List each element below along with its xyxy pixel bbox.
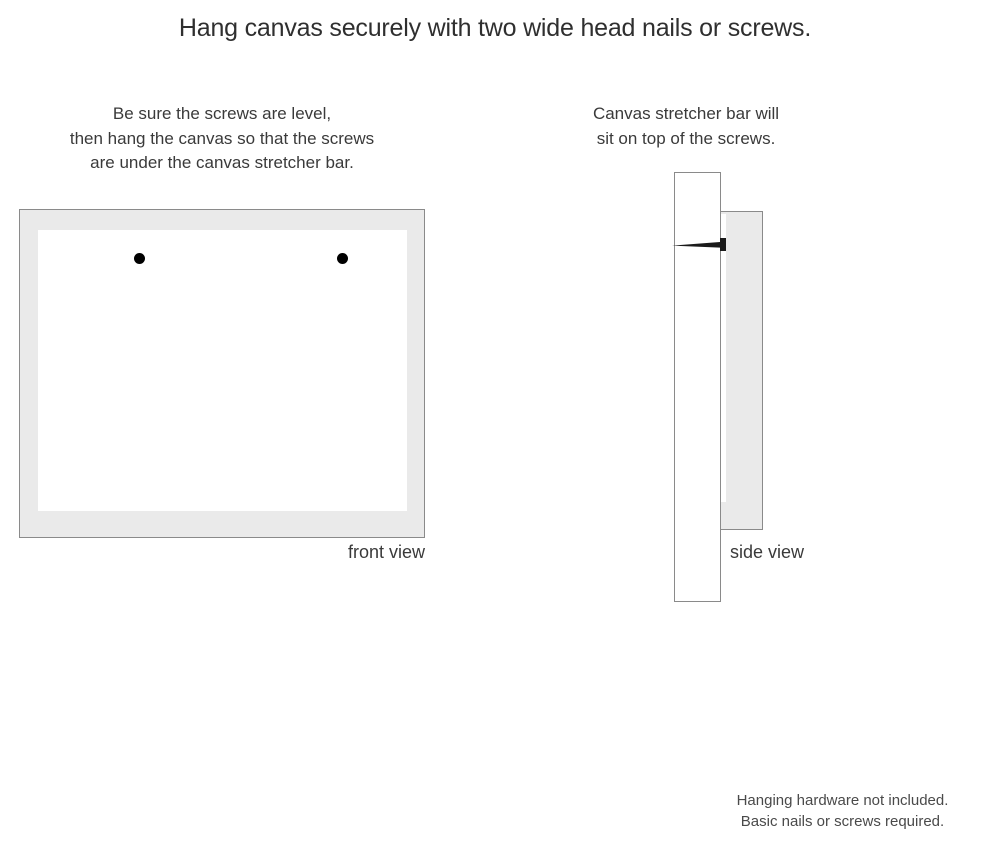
page-title: Hang canvas securely with two wide head … — [178, 14, 812, 42]
canvas-face-area — [38, 230, 407, 511]
screw-dot-right-icon — [337, 253, 348, 264]
side-view-label: side view — [730, 542, 805, 562]
front-caption-line-1: Be sure the screws are level, — [112, 104, 332, 123]
front-view-diagram — [19, 209, 425, 538]
screw-dot-left-icon — [134, 253, 145, 264]
front-view-label: front view — [347, 542, 425, 562]
side-caption-line-1: Canvas stretcher bar will — [592, 104, 780, 123]
footer-line-1: Hanging hardware not included. — [736, 792, 949, 809]
front-view-caption: Be sure the screws are level, then hang … — [10, 102, 434, 176]
side-view-caption: Canvas stretcher bar will sit on top of … — [540, 102, 832, 151]
footer-line-2: Basic nails or screws required. — [740, 813, 945, 830]
side-caption-line-2: sit on top of the screws. — [596, 128, 776, 148]
side-view-diagram — [660, 165, 840, 615]
front-caption-line-2: then hang the canvas so that the screws — [69, 128, 375, 148]
footer-note: Hanging hardware not included. Basic nai… — [700, 790, 985, 832]
front-caption-line-3: are under the canvas stretcher bar. — [90, 153, 354, 172]
nail-icon — [672, 238, 726, 251]
